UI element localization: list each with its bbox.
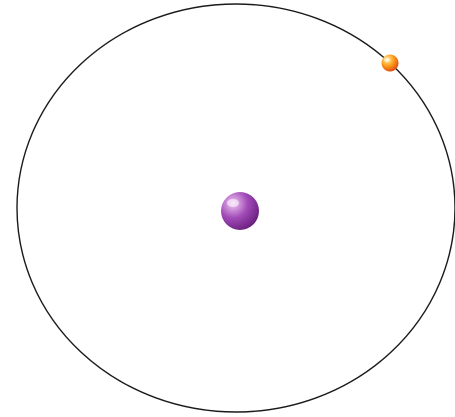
electron bbox=[382, 55, 399, 72]
nucleus bbox=[221, 192, 259, 230]
electron-highlight bbox=[384, 58, 390, 62]
nucleus-highlight bbox=[227, 199, 239, 207]
nucleus-sphere-icon bbox=[221, 192, 259, 230]
electron-sphere-icon bbox=[382, 55, 399, 72]
